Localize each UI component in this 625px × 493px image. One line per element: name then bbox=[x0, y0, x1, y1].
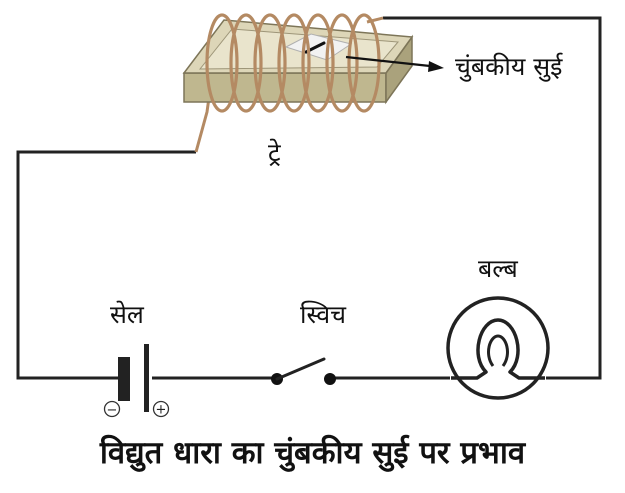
switch-lever bbox=[275, 357, 326, 381]
tray-label: ट्रे bbox=[268, 138, 281, 167]
magnetic-needle-label: चुंबकीय सुई bbox=[455, 52, 563, 81]
cell-positive-plate bbox=[144, 344, 149, 412]
cell-negative-terminal-circle bbox=[103, 400, 121, 418]
bulb-filament bbox=[451, 318, 545, 380]
coil-loop bbox=[347, 13, 381, 113]
coil-lead-right bbox=[366, 16, 384, 24]
cell-positive-terminal-sign: + bbox=[156, 403, 167, 418]
cell-label: सेल bbox=[110, 300, 144, 329]
bulb-filament-inner bbox=[487, 334, 509, 367]
coil-loop bbox=[205, 13, 239, 113]
cell-negative-plate bbox=[118, 357, 130, 401]
coil-loop bbox=[301, 13, 335, 113]
coil-loop bbox=[253, 13, 287, 113]
coil-loop bbox=[325, 13, 359, 113]
cell-negative-terminal-sign: − bbox=[107, 403, 118, 418]
needle-pointer-arrowhead bbox=[428, 61, 444, 72]
coil bbox=[205, 13, 381, 113]
coil-loop bbox=[229, 13, 263, 113]
switch-terminal-right bbox=[324, 373, 336, 385]
coil-loop bbox=[277, 13, 311, 113]
switch bbox=[271, 357, 336, 385]
diagram-caption: विद्युत धारा का चुंबकीय सुई पर प्रभाव bbox=[99, 435, 526, 471]
bulb-label: बल्ब bbox=[478, 254, 518, 283]
cell-positive-terminal-circle bbox=[152, 400, 170, 418]
needle-pointer-line bbox=[345, 55, 431, 68]
bulb-outer-circle bbox=[446, 296, 550, 400]
bulb bbox=[446, 296, 550, 400]
circuit-wire bbox=[16, 16, 602, 380]
cell: − + bbox=[103, 344, 170, 418]
switch-label: स्विच bbox=[300, 300, 346, 329]
